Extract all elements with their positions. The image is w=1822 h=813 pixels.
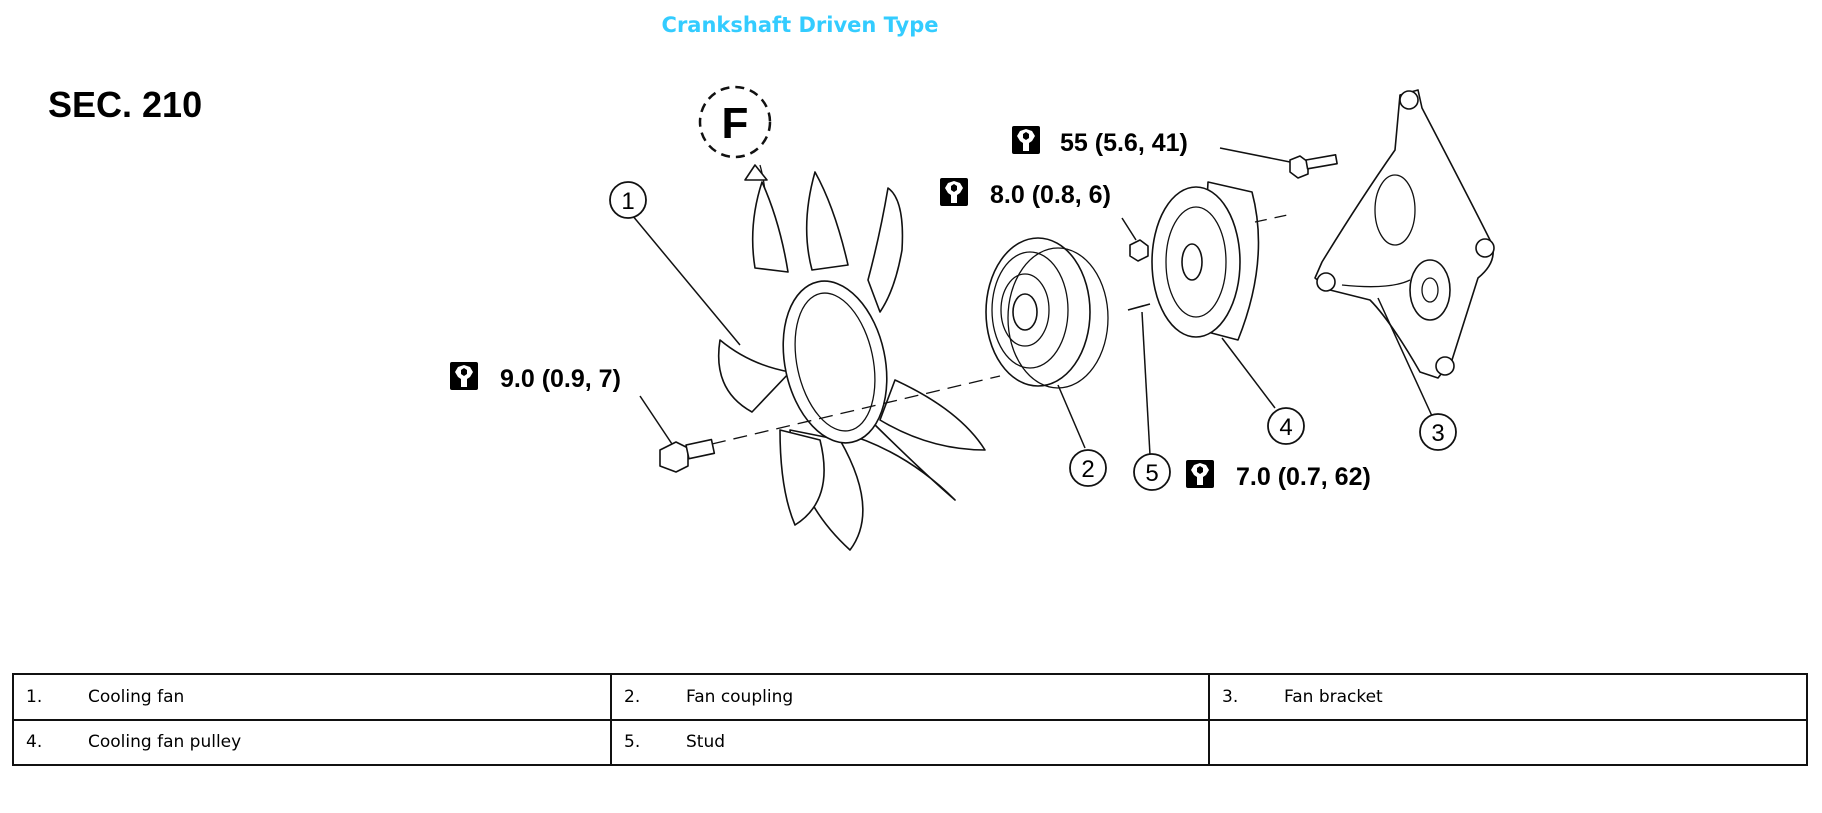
callout-5: 5 bbox=[1133, 453, 1171, 491]
callout-5-label: 5 bbox=[1145, 460, 1158, 487]
legend-number: 5. bbox=[624, 732, 641, 753]
fan-coupling-drawing bbox=[985, 237, 1109, 449]
callout-1-label: 1 bbox=[621, 188, 634, 215]
torque-spec-55-text: 55 (5.6, 41) bbox=[1060, 129, 1188, 157]
parts-legend-table: 1. Cooling fan 2. Fan coupling 3. Fan brack… bbox=[12, 673, 1808, 766]
legend-label: Stud bbox=[686, 732, 726, 753]
callout-4-label: 4 bbox=[1279, 414, 1292, 441]
callout-4: 4 bbox=[1267, 407, 1305, 445]
fan-bolt-drawing bbox=[639, 375, 1001, 473]
torque-wrench-icon bbox=[1186, 460, 1214, 488]
legend-cell: 1. Cooling fan bbox=[12, 673, 612, 721]
legend-label: Fan bracket bbox=[1284, 686, 1383, 707]
torque-spec-55: 55 (5.6, 41) bbox=[1012, 126, 1188, 157]
fan-bracket-drawing bbox=[1314, 89, 1495, 417]
legend-cell bbox=[1208, 718, 1808, 766]
torque-spec-7: 7.0 (0.7, 62) bbox=[1186, 460, 1371, 491]
stud-drawing bbox=[1127, 303, 1151, 456]
legend-cell: 5. Stud bbox=[610, 718, 1210, 766]
cooling-fan-drawing bbox=[631, 171, 986, 551]
legend-number: 3. bbox=[1222, 686, 1239, 707]
exploded-diagram: SEC. 210 F bbox=[48, 84, 1495, 551]
callout-1: 1 bbox=[609, 181, 647, 219]
legend-label: Cooling fan bbox=[88, 686, 185, 707]
front-marker-letter: F bbox=[722, 99, 749, 148]
legend-label: Fan coupling bbox=[686, 686, 794, 707]
nut-drawing bbox=[1121, 217, 1149, 262]
cooling-fan-pulley-drawing bbox=[1151, 181, 1293, 409]
legend-row: 4. Cooling fan pulley 5. Stud bbox=[12, 718, 1808, 766]
torque-spec-9-text: 9.0 (0.9, 7) bbox=[500, 365, 621, 393]
page-title: Crankshaft Driven Type bbox=[661, 13, 939, 37]
bracket-bolt-drawing bbox=[1219, 147, 1338, 179]
legend-number: 2. bbox=[624, 686, 641, 707]
torque-spec-9: 9.0 (0.9, 7) bbox=[450, 362, 621, 393]
torque-spec-7-text: 7.0 (0.7, 62) bbox=[1236, 463, 1371, 491]
callout-2-label: 2 bbox=[1081, 456, 1094, 483]
legend-cell: 3. Fan bracket bbox=[1208, 673, 1808, 721]
callout-3: 3 bbox=[1419, 413, 1457, 451]
section-label: SEC. 210 bbox=[48, 84, 202, 125]
legend-label: Cooling fan pulley bbox=[88, 732, 242, 753]
legend-row: 1. Cooling fan 2. Fan coupling 3. Fan brack… bbox=[12, 673, 1808, 721]
callout-3-label: 3 bbox=[1431, 420, 1444, 447]
torque-spec-8-text: 8.0 (0.8, 6) bbox=[990, 181, 1111, 209]
legend-number: 4. bbox=[26, 732, 43, 753]
torque-wrench-icon bbox=[450, 362, 478, 390]
legend-cell: 2. Fan coupling bbox=[610, 673, 1210, 721]
torque-wrench-icon bbox=[940, 178, 968, 206]
callout-2: 2 bbox=[1069, 449, 1107, 487]
legend-number: 1. bbox=[26, 686, 43, 707]
torque-spec-8: 8.0 (0.8, 6) bbox=[940, 178, 1111, 209]
front-marker: F bbox=[698, 85, 772, 261]
torque-wrench-icon bbox=[1012, 126, 1040, 154]
legend-cell: 4. Cooling fan pulley bbox=[12, 718, 612, 766]
